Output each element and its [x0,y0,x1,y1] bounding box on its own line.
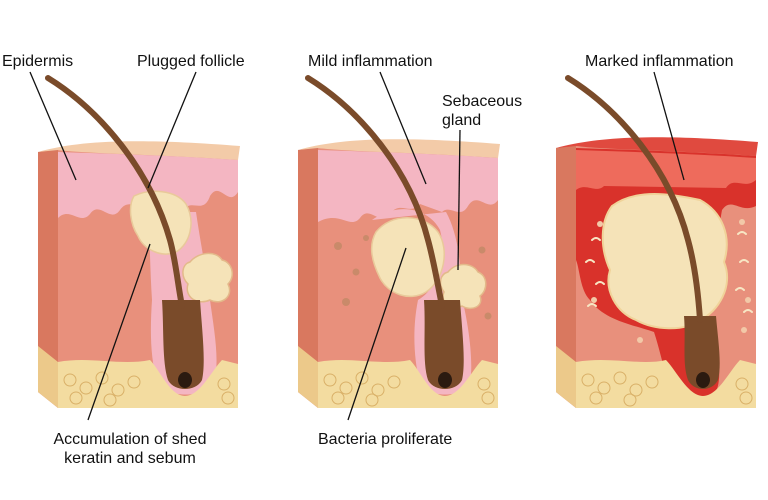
label-accumulation-line2: keratin and sebum [20,449,240,468]
dermal-papilla [178,372,192,388]
label-epidermis: Epidermis [2,52,73,71]
label-mild-inflammation: Mild inflammation [308,52,432,71]
label-sebaceous-gland-line2: gland [442,111,481,130]
dermal-papilla [696,372,710,388]
label-marked-inflammation: Marked inflammation [585,52,734,71]
label-plugged-follicle: Plugged follicle [137,52,245,71]
skin-block-marked-inflammation [556,78,758,408]
skin-block-plugged-follicle [38,78,240,408]
sebaceous-gland [183,253,232,301]
dermal-papilla [438,372,452,388]
ruptured-follicle-content [603,194,727,328]
label-accumulation-line1: Accumulation of shed [20,430,240,449]
label-bacteria-proliferate: Bacteria proliferate [318,430,452,449]
label-sebaceous-gland-line1: Sebaceous [442,92,522,111]
